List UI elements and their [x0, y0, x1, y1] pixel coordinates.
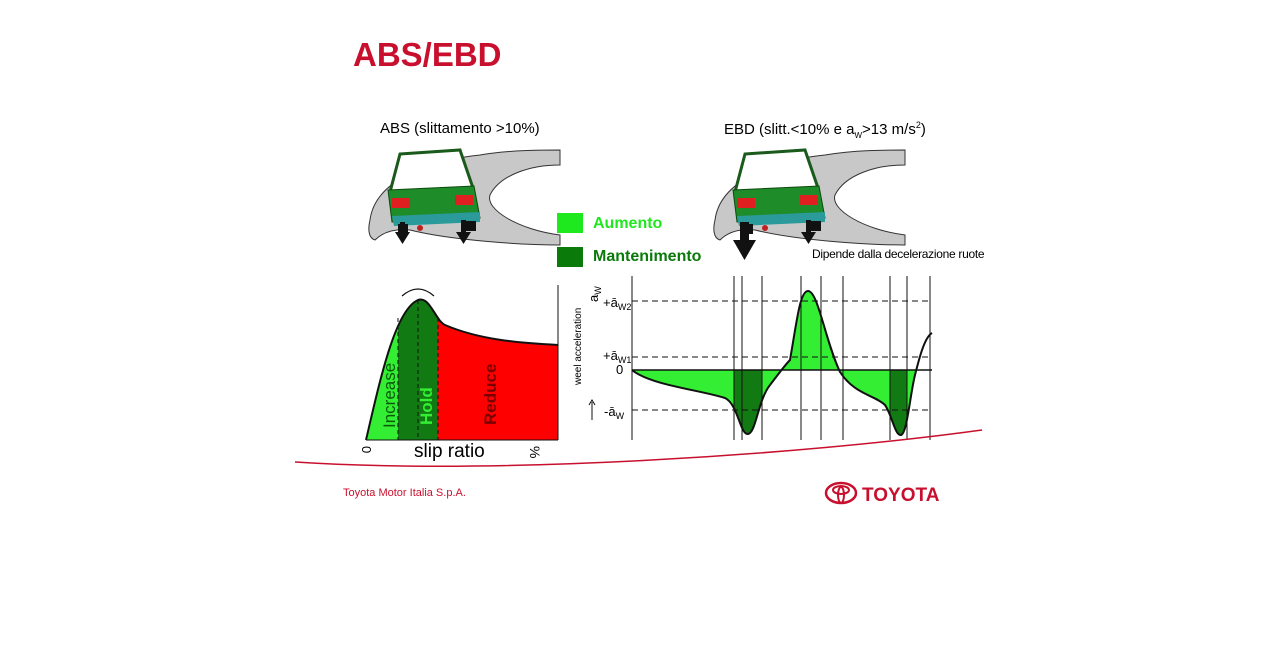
ebd-heading-prefix: EBD (slitt.<10% e a	[724, 121, 855, 138]
y-axis-label: weel acceleration	[573, 308, 584, 386]
level-neg-aw-label: -āW	[604, 404, 625, 421]
wheel-acceleration-chart: aW weel acceleration +āW2 +āW1 0 -āW	[573, 276, 933, 440]
ebd-note: Dipende dalla decelerazione ruote	[812, 247, 985, 261]
level-aw2-label: +āW2	[603, 295, 631, 312]
up-arrow-icon	[588, 399, 596, 420]
x-start-label: 0	[359, 446, 374, 453]
level-aw1-label: +āW1	[603, 348, 631, 365]
hold-label: Hold	[417, 387, 436, 425]
logo-text: TOYOTA	[862, 485, 940, 506]
down-arrow-icon	[456, 220, 471, 244]
down-arrow-icon	[801, 220, 816, 244]
curved-arrow-icon	[401, 288, 435, 297]
ebd-heading-sub: W	[854, 131, 863, 140]
footer-company: Toyota Motor Italia S.p.A.	[343, 487, 466, 499]
legend-swatch-aumento	[557, 213, 583, 233]
ebd-heading-mid: >13 m/s	[862, 121, 916, 138]
ebd-heading: EBD (slitt.<10% e aW>13 m/s2)	[724, 120, 926, 140]
ebd-heading-suffix: )	[920, 121, 926, 138]
y-axis-symbol: aW	[586, 286, 603, 302]
legend-swatch-mantenimento	[557, 247, 583, 267]
page-title: ABS/EBD	[353, 36, 502, 73]
x-end-label: %	[527, 446, 543, 458]
reduce-label: Reduce	[481, 364, 500, 425]
slip-ratio-chart: Increase Hold Reduce 0 slip ratio %	[359, 285, 559, 462]
big-down-arrow-icon	[733, 222, 756, 260]
ebd-heading-sup: 2	[915, 120, 921, 130]
abs-heading: ABS (slittamento >10%)	[380, 120, 540, 137]
slip-ratio-xlabel: slip ratio	[414, 441, 485, 462]
toyota-logo: TOYOTA	[824, 481, 940, 506]
increase-label: Increase	[380, 363, 399, 428]
down-arrow-icon	[395, 222, 410, 244]
decorative-swoosh	[294, 429, 983, 467]
legend-label-aumento: Aumento	[593, 215, 663, 232]
legend-label-mantenimento: Mantenimento	[593, 248, 702, 265]
brake-force-arrows	[395, 220, 816, 260]
level-zero-label: 0	[616, 362, 623, 377]
